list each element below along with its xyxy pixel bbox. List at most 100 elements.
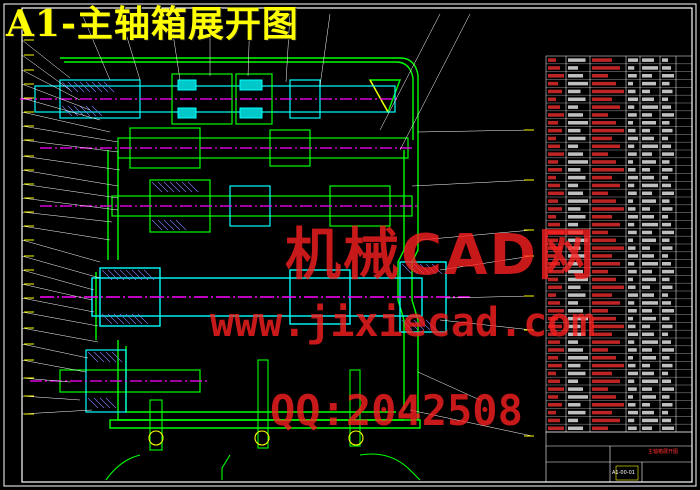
bom-cell-text xyxy=(592,207,624,211)
bom-cell-text xyxy=(548,395,558,399)
bom-cell-text xyxy=(662,89,673,94)
bom-cell-text xyxy=(568,246,581,250)
bom-cell-text xyxy=(662,363,673,368)
bom-cell-text xyxy=(592,66,620,70)
bom-cell-text xyxy=(662,387,674,391)
leader-lines-top xyxy=(81,13,471,151)
bom-cell-text xyxy=(628,191,637,196)
bom-cell-text xyxy=(568,97,586,102)
bom-cell-text xyxy=(568,215,586,219)
bom-cell-text xyxy=(662,74,674,78)
bom-cell-text xyxy=(642,160,656,164)
bom-cell-text xyxy=(662,356,670,360)
bom-cell-text xyxy=(642,215,654,219)
bom-cell-text xyxy=(628,285,636,290)
drawing-title: A1-主轴箱展开图 xyxy=(6,3,299,45)
bom-cell-text xyxy=(662,81,670,86)
bom-cell-text xyxy=(628,152,637,156)
bom-cell-text xyxy=(628,128,636,133)
bom-cell-text xyxy=(568,340,578,344)
bom-cell-text xyxy=(662,379,671,384)
bom-cell-text xyxy=(548,207,562,211)
bom-cell-text xyxy=(662,113,674,117)
title-block-code: A1-00-01 xyxy=(612,470,635,476)
bom-cell-text xyxy=(628,324,636,329)
bom-cell-text xyxy=(548,144,560,149)
bom-cell-text xyxy=(548,426,564,431)
bom-cell-text xyxy=(592,277,616,282)
bom-cell-text xyxy=(568,410,586,415)
bom-cell-text xyxy=(628,379,635,384)
bom-cell-text xyxy=(628,121,633,125)
bom-cell-text xyxy=(628,418,635,423)
bom-cell-text xyxy=(568,89,581,94)
bom-cell-text xyxy=(662,238,670,243)
bom-cell-text xyxy=(568,387,583,391)
bom-cell-text xyxy=(548,363,562,368)
bom-cell-text xyxy=(642,348,652,352)
bom-cell-text xyxy=(628,105,635,109)
bom-cell-text xyxy=(592,371,612,376)
bom-cell-text xyxy=(592,285,624,290)
bom-cell-text xyxy=(662,222,671,227)
bom-cell-text xyxy=(592,324,624,329)
bom-cell-text xyxy=(628,277,633,282)
bom-cell-text xyxy=(592,262,620,266)
bom-text-marks xyxy=(548,58,674,431)
bom-cell-text xyxy=(568,207,581,211)
bom-cell-text xyxy=(592,152,608,156)
bom-cell-text xyxy=(628,426,637,431)
bom-cell-text xyxy=(568,121,588,125)
bom-cell-text xyxy=(628,230,637,235)
bom-cell-text xyxy=(628,81,633,86)
bom-cell-text xyxy=(568,136,586,141)
bom-cell-text xyxy=(642,403,650,407)
bom-cell-text xyxy=(642,332,654,337)
bom-cell-text xyxy=(628,293,638,297)
bom-cell-text xyxy=(642,136,654,141)
bom-cell-text xyxy=(642,418,658,423)
bom-cell-text xyxy=(662,230,674,235)
bom-cell-text xyxy=(628,269,637,274)
bom-cell-text xyxy=(662,97,668,102)
bom-cell-text xyxy=(628,371,638,376)
bom-cell-text xyxy=(548,316,558,321)
bom-cell-text xyxy=(662,144,671,149)
bom-cell-text xyxy=(592,121,616,125)
bom-cell-text xyxy=(592,301,620,305)
bom-cell-text xyxy=(662,254,668,258)
bom-cell-text xyxy=(662,269,674,274)
bom-cell-text xyxy=(548,293,556,297)
bom-cell-text xyxy=(568,191,583,196)
bom-cell-text xyxy=(662,332,668,337)
bom-cell-text xyxy=(548,324,562,329)
bom-cell-text xyxy=(568,58,586,62)
bom-cell-text xyxy=(642,387,652,391)
bom-cell-text xyxy=(568,160,588,164)
bom-cell-text xyxy=(628,348,637,352)
bom-cell-text xyxy=(568,269,583,274)
bom-cell-text xyxy=(628,410,638,415)
bom-cell-text xyxy=(628,316,633,321)
bom-cell-text xyxy=(628,238,633,243)
bom-cell-text xyxy=(642,81,656,86)
bom-cell-text xyxy=(548,66,560,70)
shaft-3-hatch xyxy=(151,181,199,231)
bom-cell-text xyxy=(628,183,635,188)
bom-cell-text xyxy=(548,160,558,164)
shaft-2 xyxy=(40,127,412,169)
bom-cell-text xyxy=(642,285,650,290)
bom-cell-text xyxy=(662,277,670,282)
bom-cell-text xyxy=(628,301,635,305)
bom-cell-text xyxy=(592,128,624,133)
bom-cell-text xyxy=(628,387,637,391)
bom-cell-text xyxy=(642,58,654,62)
bom-cell-text xyxy=(628,395,633,399)
bom-cell-text xyxy=(548,301,560,305)
bom-cell-text xyxy=(592,58,612,62)
bom-cell-text xyxy=(568,285,581,290)
bom-cell-text xyxy=(642,316,656,321)
bom-cell-text xyxy=(662,348,674,352)
bom-cell-text xyxy=(642,144,658,149)
